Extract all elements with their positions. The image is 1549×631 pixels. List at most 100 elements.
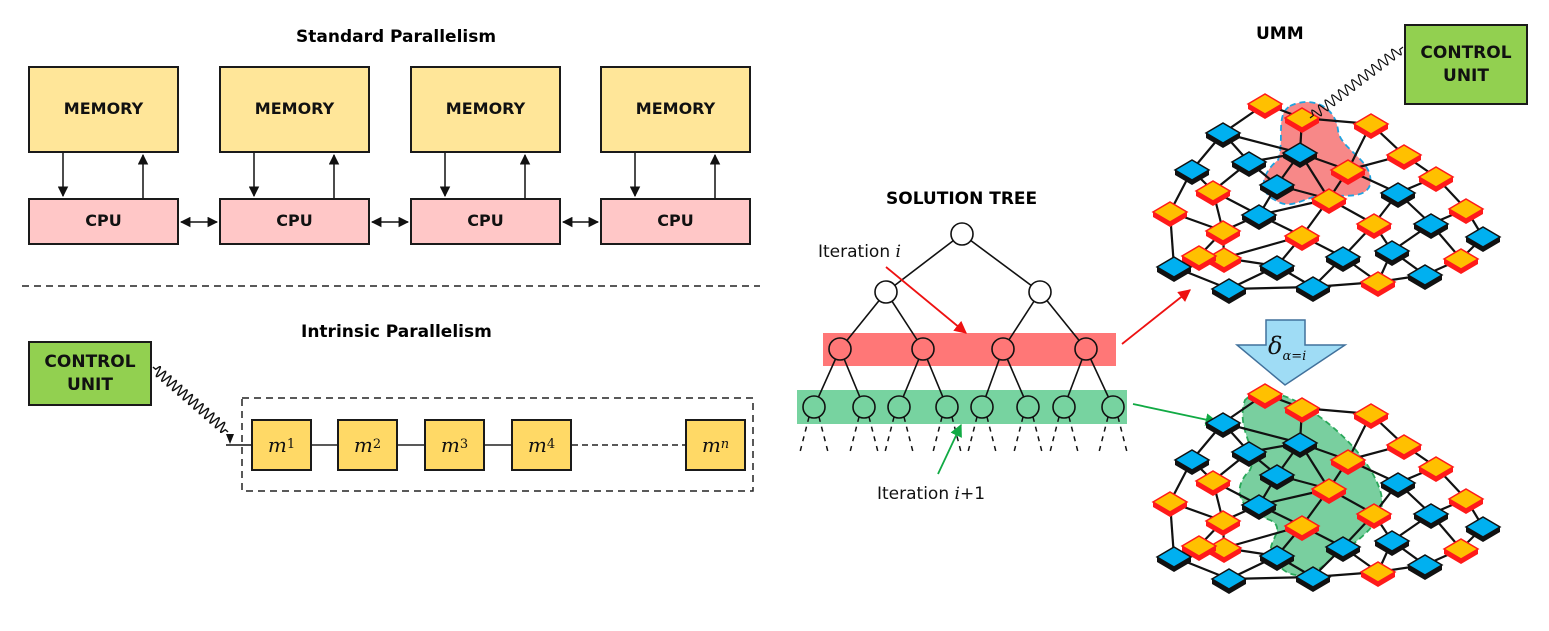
memprocessor-active-node[interactable] <box>1352 403 1390 425</box>
tree-node[interactable] <box>1052 395 1076 419</box>
memprocessor-idle-node[interactable] <box>1294 276 1332 298</box>
cpu-block[interactable]: CPU <box>600 198 751 245</box>
tree-node[interactable] <box>852 395 876 419</box>
memprocessor-active-node[interactable] <box>1205 247 1243 269</box>
memprocessor-idle-node[interactable] <box>1324 246 1362 268</box>
memprocessor-active-node[interactable] <box>1246 93 1284 115</box>
tree-node[interactable] <box>1016 395 1040 419</box>
cpu-block[interactable]: CPU <box>28 198 179 245</box>
memprocessor-active-node[interactable] <box>1283 107 1321 129</box>
tree-node[interactable] <box>874 280 898 304</box>
memprocessor-active-node[interactable] <box>1180 535 1218 557</box>
memprocessor-idle-node[interactable] <box>1379 182 1417 204</box>
tree-node[interactable] <box>970 395 994 419</box>
tree-node[interactable] <box>1101 395 1125 419</box>
memprocessor-active-node[interactable] <box>1359 561 1397 583</box>
memprocessor-idle-node[interactable] <box>1258 545 1296 567</box>
memprocessor-active-node[interactable] <box>1204 220 1242 242</box>
memprocessor-idle-node[interactable] <box>1379 472 1417 494</box>
memprocessor-active-node[interactable] <box>1355 213 1393 235</box>
memprocessor-idle-node[interactable] <box>1173 159 1211 181</box>
memprocessor-idle-node[interactable] <box>1406 554 1444 576</box>
memprocessor-active-node[interactable] <box>1283 225 1321 247</box>
memprocessor-active-node[interactable] <box>1329 449 1367 471</box>
memprocessor-active-node[interactable] <box>1442 248 1480 270</box>
memory-block[interactable]: MEMORY <box>600 66 751 153</box>
memprocessor-idle-node[interactable] <box>1412 213 1450 235</box>
memprocessor-active-node[interactable] <box>1310 188 1348 210</box>
memprocessor-idle-node[interactable] <box>1230 441 1268 463</box>
memprocessor-idle-node[interactable] <box>1412 503 1450 525</box>
memprocessor-idle-node[interactable] <box>1294 566 1332 588</box>
memprocessor-idle-node[interactable] <box>1373 530 1411 552</box>
memprocessor-idle-node[interactable] <box>1281 142 1319 164</box>
memprocessor-idle-node[interactable] <box>1258 255 1296 277</box>
memprocessor-active-node[interactable] <box>1246 383 1284 405</box>
memprocessor-idle-node[interactable] <box>1406 264 1444 286</box>
node-base <box>1285 236 1319 251</box>
memprocessor-idle-node[interactable] <box>1155 546 1193 568</box>
tree-node[interactable] <box>887 395 911 419</box>
memprocessor-active-node[interactable] <box>1151 491 1189 513</box>
memprocessor-active-node[interactable] <box>1385 144 1423 166</box>
memprocessor-active-node[interactable] <box>1283 397 1321 419</box>
memprocessor-active-node[interactable] <box>1417 456 1455 478</box>
node-base <box>1260 185 1294 200</box>
memory-block[interactable]: MEMORY <box>28 66 179 153</box>
memprocessor-idle-node[interactable] <box>1258 174 1296 196</box>
memprocessor-idle-node[interactable] <box>1230 151 1268 173</box>
memprocessor-idle-node[interactable] <box>1373 240 1411 262</box>
memprocessor-active-node[interactable] <box>1355 503 1393 525</box>
memory-block[interactable]: MEMORY <box>410 66 561 153</box>
node-base <box>1444 549 1478 564</box>
tree-node[interactable] <box>911 337 935 361</box>
cpu-block[interactable]: CPU <box>410 198 561 245</box>
memprocessor-active-node[interactable] <box>1194 470 1232 492</box>
memprocessor-active-node[interactable] <box>1385 434 1423 456</box>
tree-node[interactable] <box>828 337 852 361</box>
tree-node[interactable] <box>991 337 1015 361</box>
memprocessor-active-node[interactable] <box>1447 488 1485 510</box>
memory-block[interactable]: MEMORY <box>219 66 370 153</box>
memprocessor-idle-node[interactable] <box>1173 449 1211 471</box>
memprocessor-idle-node[interactable] <box>1210 568 1248 590</box>
memprocessor-active-node[interactable] <box>1283 515 1321 537</box>
tree-node[interactable] <box>802 395 826 419</box>
memprocessor-active-node[interactable] <box>1417 166 1455 188</box>
memprocessor-active-node[interactable] <box>1151 201 1189 223</box>
memprocessor-idle-node[interactable] <box>1464 516 1502 538</box>
memprocessor-idle-node[interactable] <box>1324 536 1362 558</box>
memprocessor-active-node[interactable] <box>1359 271 1397 293</box>
memprocessor-idle-node[interactable] <box>1155 256 1193 278</box>
memprocessor-active-node[interactable] <box>1180 245 1218 267</box>
memprocessor-active-node[interactable] <box>1447 198 1485 220</box>
memprocessor-active-node[interactable] <box>1352 113 1390 135</box>
memprocessor-active-node[interactable] <box>1329 159 1367 181</box>
memprocessor-idle-node[interactable] <box>1210 278 1248 300</box>
cpu-block[interactable]: CPU <box>219 198 370 245</box>
iteration-i-band <box>823 333 1116 366</box>
tree-node[interactable] <box>1074 337 1098 361</box>
memprocessor-active-node[interactable] <box>1194 180 1232 202</box>
tree-node[interactable] <box>950 222 974 246</box>
tree-node[interactable] <box>1028 280 1052 304</box>
memprocessor-idle-node[interactable] <box>1204 122 1242 144</box>
memprocessor-idle-node[interactable] <box>1464 226 1502 248</box>
memprocessor-idle-node[interactable] <box>1240 494 1278 516</box>
memprocessor-active-node[interactable] <box>1204 510 1242 532</box>
memprocessor-active-node[interactable] <box>1205 537 1243 559</box>
memprocessor-active-node[interactable] <box>1310 478 1348 500</box>
memprocessor-idle-node[interactable] <box>1281 432 1319 454</box>
memprocessor-active-node[interactable] <box>1442 538 1480 560</box>
memprocessor-idle-node[interactable] <box>1204 412 1242 434</box>
memprocessor-idle-node[interactable] <box>1258 464 1296 486</box>
memprocessor-idle-node[interactable] <box>1240 204 1278 226</box>
tree-node[interactable] <box>935 395 959 419</box>
